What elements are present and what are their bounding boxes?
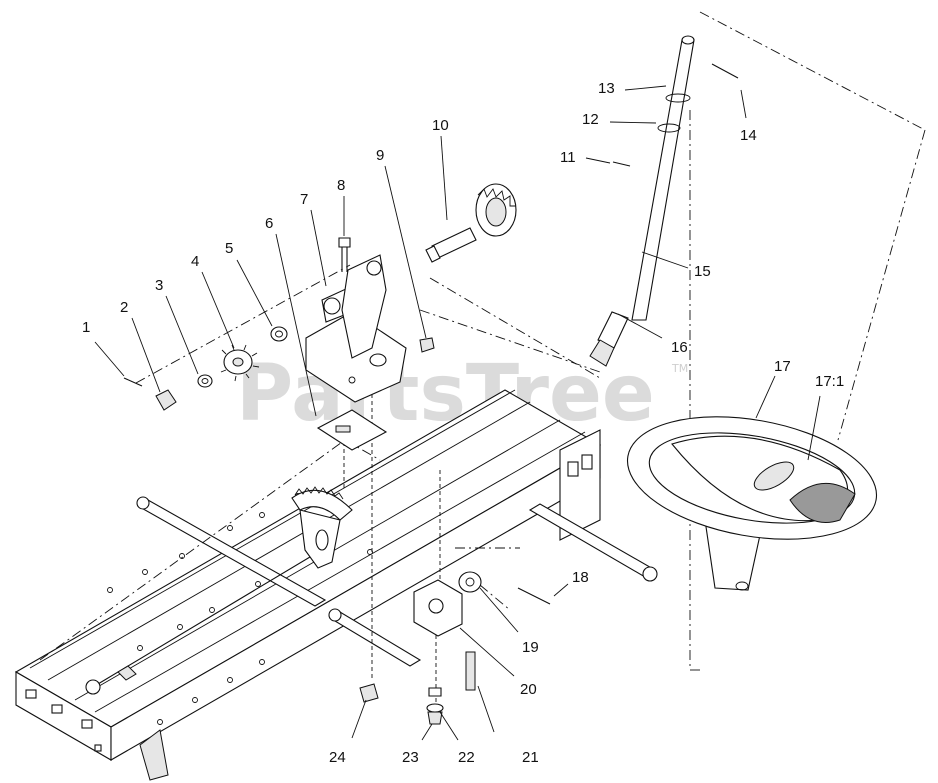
callout-8: 8	[337, 177, 345, 194]
axle-tubes	[85, 496, 658, 695]
callout-11: 11	[560, 149, 576, 166]
callout-labels: 1 2 3 4 5 6 7 8 9 10 11 12 13 14 15 16 1…	[82, 80, 844, 766]
callout-21: 21	[522, 749, 539, 766]
callout-9: 9	[376, 147, 384, 164]
pinion-shaft	[425, 183, 517, 263]
callout-13: 13	[598, 80, 615, 97]
callout-leaders	[94, 85, 821, 741]
sector-gear	[291, 486, 353, 569]
callout-15: 15	[694, 263, 711, 280]
callout-7: 7	[300, 191, 308, 208]
shaft-small-parts	[123, 326, 288, 411]
lower-parts	[359, 571, 551, 725]
callout-12: 12	[582, 111, 599, 128]
callout-16: 16	[671, 339, 688, 356]
callout-17-1: 17:1	[815, 373, 844, 390]
callout-18: 18	[572, 569, 589, 586]
steering-bracket	[305, 254, 407, 403]
callout-6: 6	[265, 215, 273, 232]
callout-24: 24	[329, 749, 346, 766]
callout-2: 2	[120, 299, 128, 316]
fitting-9	[419, 337, 435, 353]
callout-23: 23	[402, 749, 419, 766]
steering-wheel	[626, 416, 878, 591]
callout-3: 3	[155, 277, 163, 294]
callout-5: 5	[225, 240, 233, 257]
steering-shaft	[589, 35, 739, 367]
callout-22: 22	[458, 749, 475, 766]
callout-17: 17	[774, 358, 791, 375]
callout-20: 20	[520, 681, 537, 698]
steering-plate	[316, 409, 388, 451]
callout-19: 19	[522, 639, 539, 656]
callout-4: 4	[191, 253, 199, 270]
tractor-frame	[14, 389, 602, 781]
watermark-trademark: TM	[671, 362, 688, 375]
bolt-8	[338, 237, 351, 272]
callout-10: 10	[432, 117, 449, 134]
callout-14: 14	[740, 127, 757, 144]
callout-1: 1	[82, 319, 90, 336]
